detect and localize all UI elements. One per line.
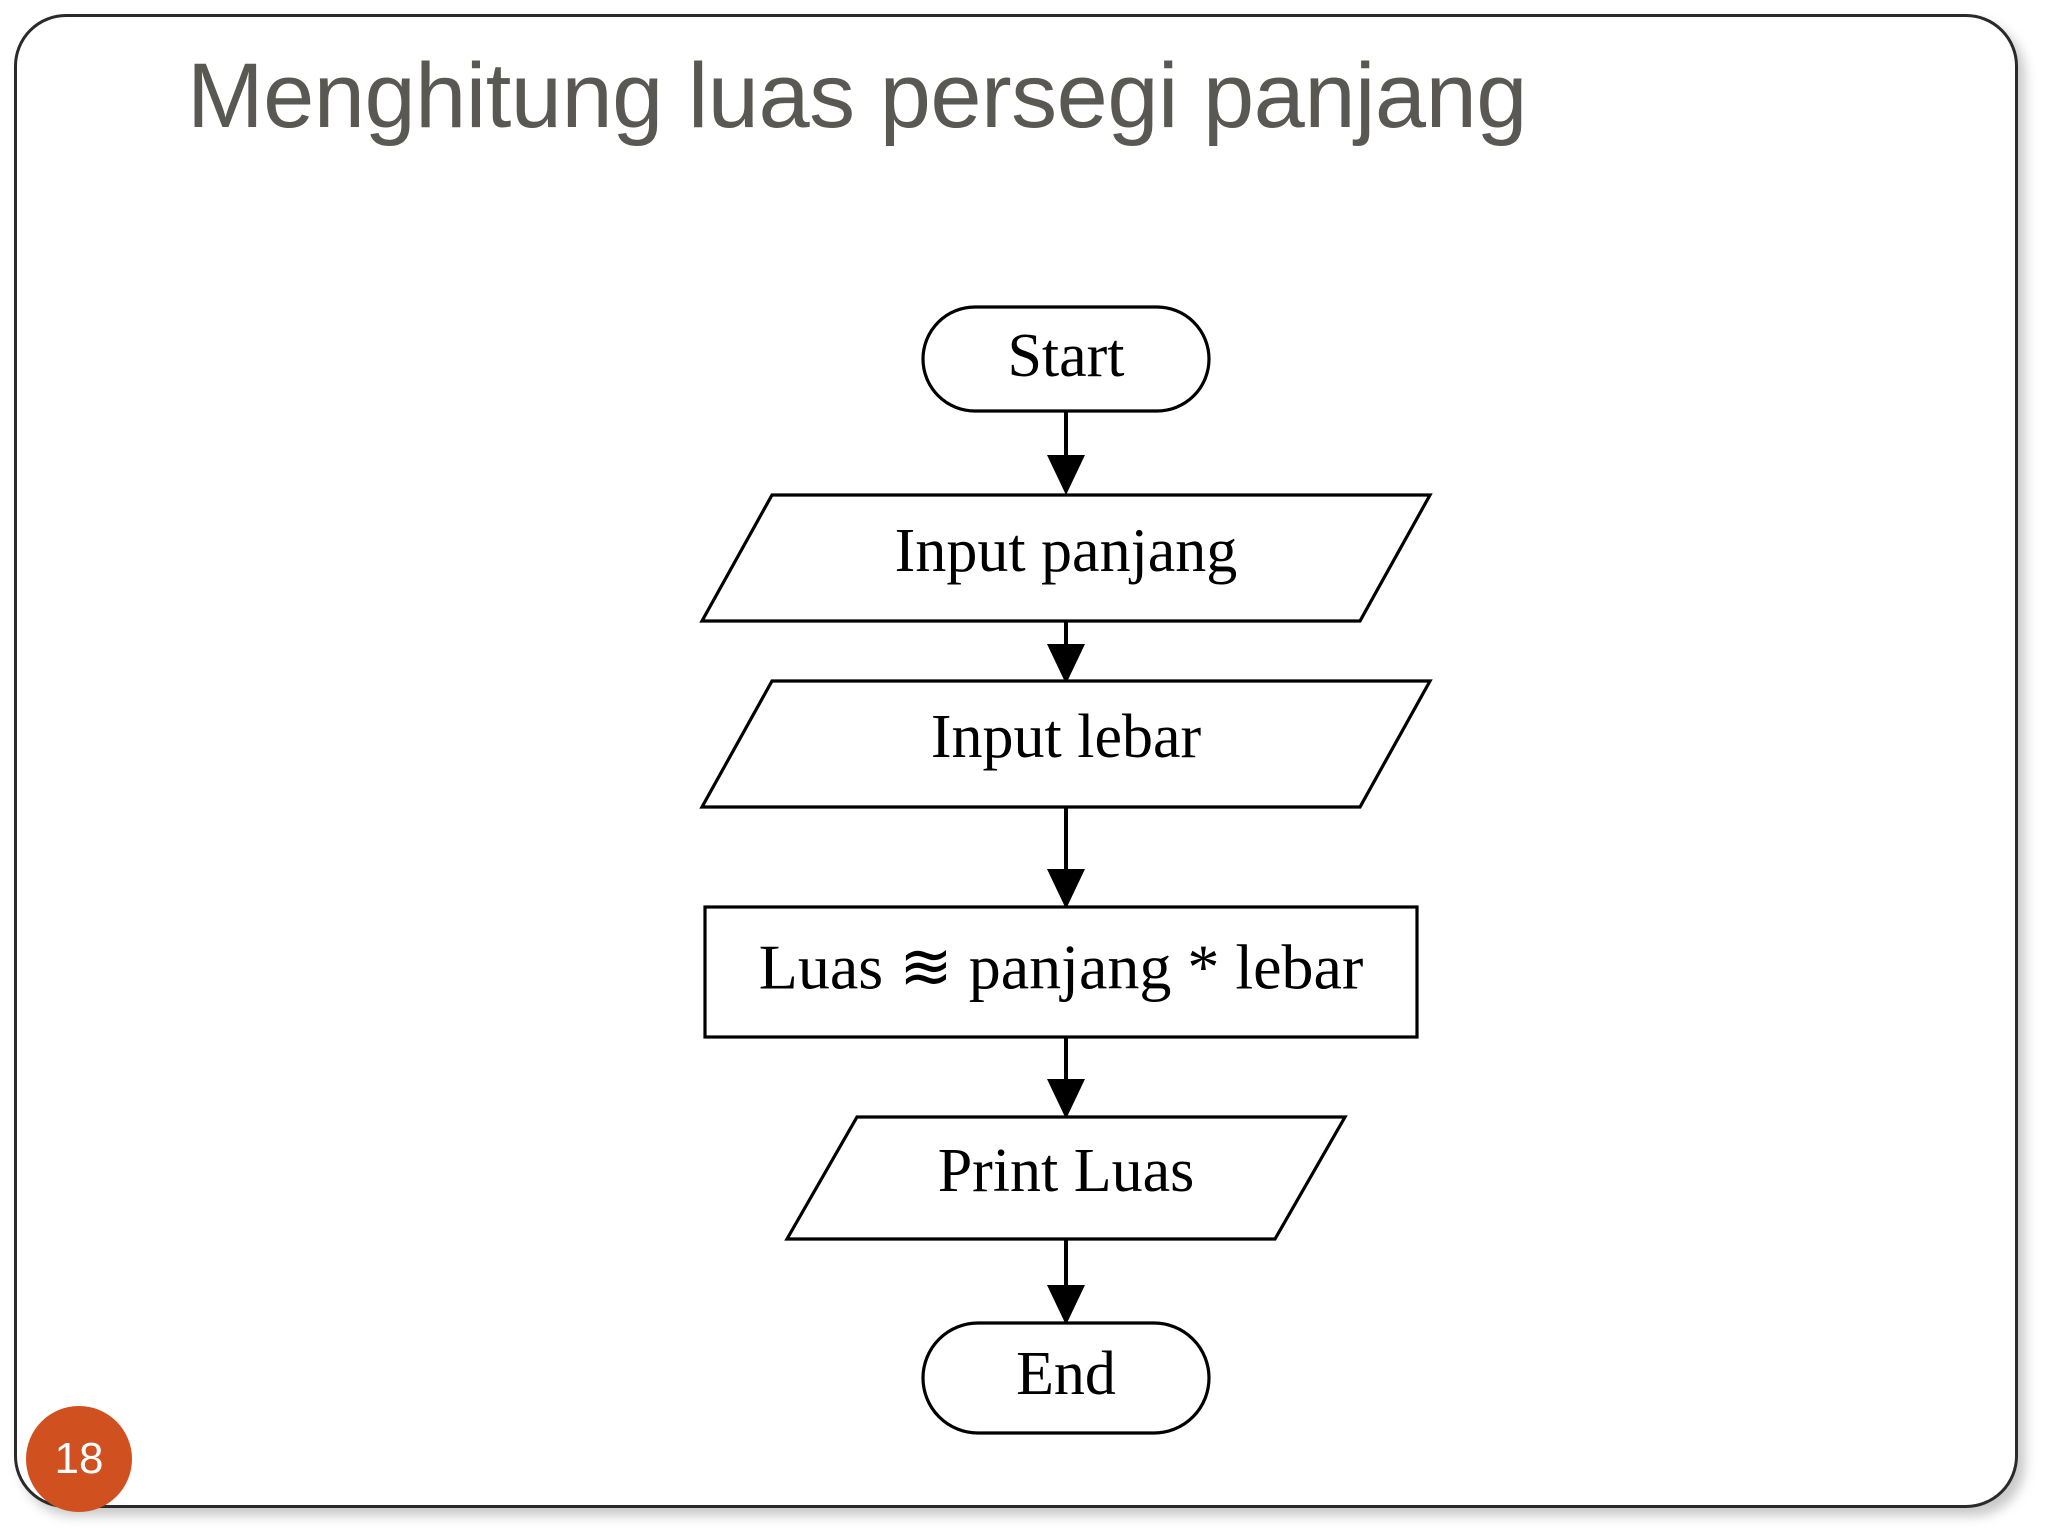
page-number-badge: 18 [26, 1406, 132, 1512]
page-number-value: 18 [54, 1434, 104, 1483]
flow-node-end: End [921, 1321, 1211, 1435]
flow-node-process-label: Luas ≋ panjang * lebar [759, 932, 1364, 1003]
flow-node-input-panjang-label: Input panjang [895, 517, 1238, 585]
flow-node-input-panjang: Input panjang [699, 493, 1433, 623]
slide-canvas: Menghitung luas persegi panjang [14, 14, 2018, 1508]
connector-start-to-input-panjang [1047, 409, 1085, 495]
connector-process-to-print [1047, 1038, 1085, 1119]
flow-node-print: Print Luas [784, 1115, 1348, 1241]
flow-node-start: Start [921, 305, 1211, 413]
flow-node-input-lebar: Input lebar [699, 679, 1433, 809]
connector-input-panjang-to-input-lebar [1047, 618, 1085, 684]
flowchart: Start Input panjang Input lebar Luas ≋ p… [17, 17, 2021, 1511]
flow-node-input-lebar-label: Input lebar [931, 703, 1202, 771]
connector-input-lebar-to-process [1047, 803, 1085, 909]
flow-node-end-label: End [1016, 1340, 1116, 1408]
page-title: Menghitung luas persegi panjang [187, 45, 1527, 147]
flow-node-print-label: Print Luas [938, 1137, 1195, 1205]
flow-node-start-label: Start [1007, 322, 1124, 390]
connector-print-to-end [1047, 1238, 1085, 1325]
flow-node-process: Luas ≋ panjang * lebar [703, 905, 1419, 1039]
